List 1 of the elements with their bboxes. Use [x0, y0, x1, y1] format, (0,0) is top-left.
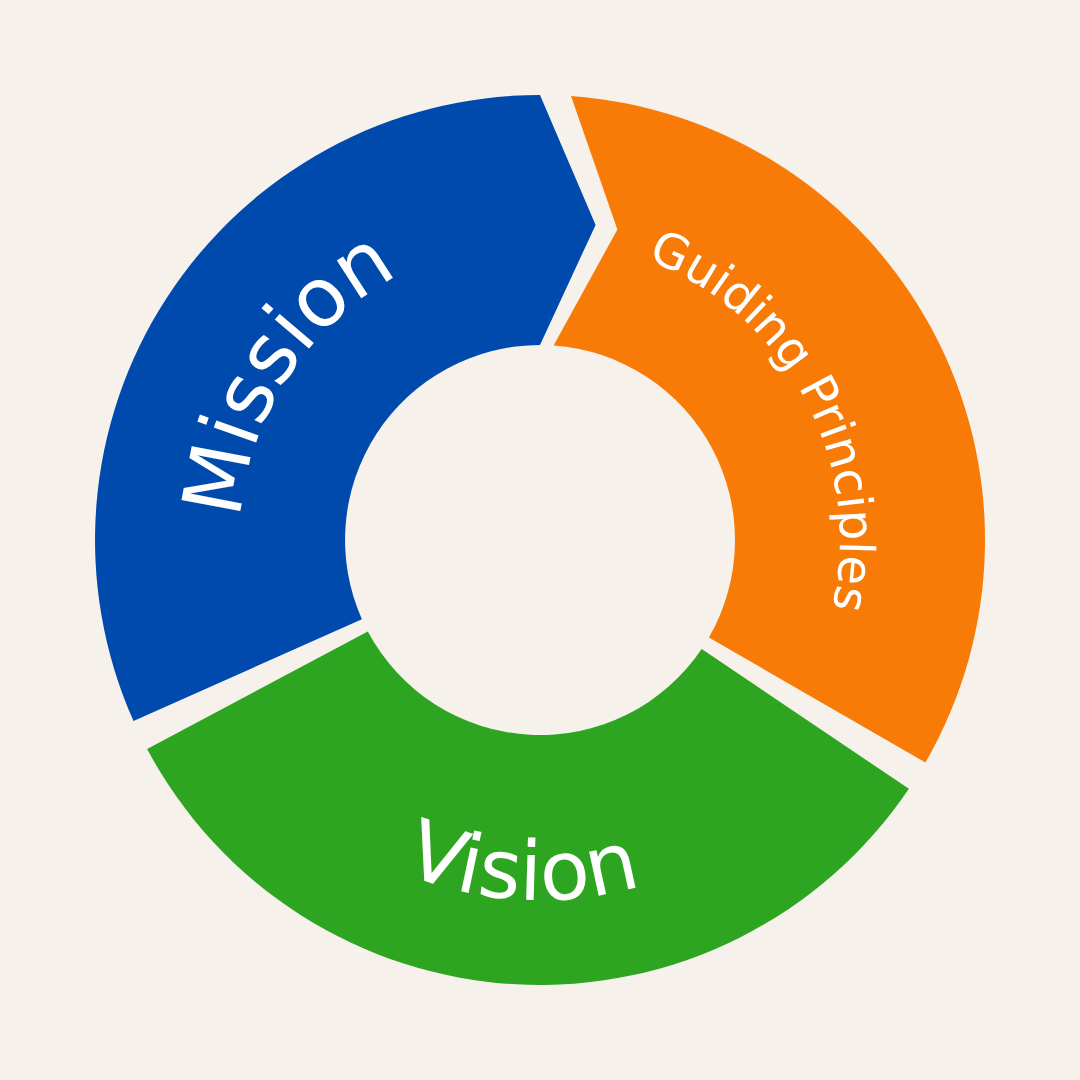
- segment-label: Vision: [396, 801, 647, 920]
